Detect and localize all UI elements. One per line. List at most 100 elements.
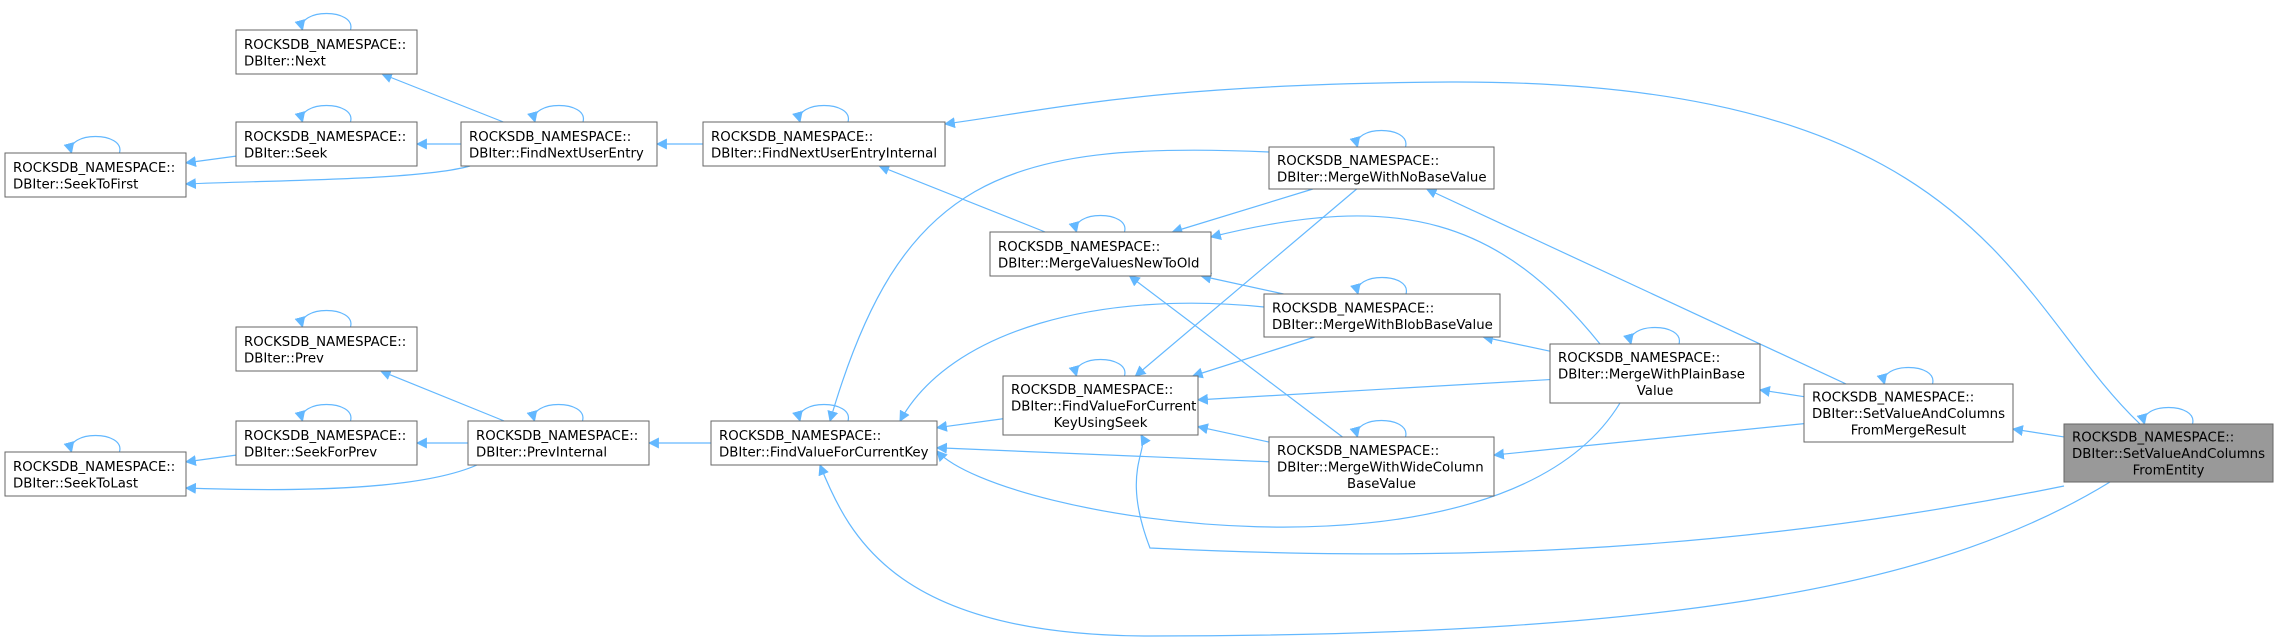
edge-mergewithwidecolumnbasevalue-to-mergevaluesnewtoold <box>1128 275 1343 438</box>
node-box <box>235 121 418 167</box>
node-box <box>467 420 650 466</box>
node-label-line: ROCKSDB_NAMESPACE:: <box>1558 351 1720 366</box>
node-mergewithwidecolumnbasevalue[interactable]: ROCKSDB_NAMESPACE::DBIter::MergeWithWide… <box>1268 436 1495 497</box>
edge-previnternal-to-seektolast <box>184 464 478 494</box>
node-label-line: KeyUsingSeek <box>1054 416 1148 431</box>
node-box <box>1002 375 1199 436</box>
edge-mergewithplainbasevalue-to-findvalueforcurrentkey <box>936 402 1621 528</box>
node-label-line: DBIter::MergeWithWideColumn <box>1277 461 1484 476</box>
edge-mergevaluesnewtoold-to-findnextuserentryinternal <box>878 164 1046 233</box>
node-label-line: DBIter::SeekToLast <box>13 476 138 491</box>
node-label-line: ROCKSDB_NAMESPACE:: <box>244 335 406 350</box>
node-label-line: ROCKSDB_NAMESPACE:: <box>469 130 631 145</box>
edge-setvalueandcolumnsfromentity-to-setvalueandcolumnsfromentity <box>2136 407 2194 426</box>
edge-mergewithwidecolumnbasevalue-to-findvalueforcurrentkeyusingseek <box>1196 423 1270 443</box>
node-label-line: DBIter::SetValueAndColumns <box>1812 407 2005 422</box>
edge-mergewithblobbasevalue-to-findvalueforcurrentkeyusingseek <box>1191 336 1315 379</box>
node-box <box>702 121 946 167</box>
node-label-line: ROCKSDB_NAMESPACE:: <box>2072 431 2234 446</box>
node-seek[interactable]: ROCKSDB_NAMESPACE::DBIter::Seek <box>235 121 418 167</box>
edge-seek-to-seek <box>294 105 352 124</box>
edge-seektolast-to-seektolast <box>63 435 121 454</box>
node-findvalueforcurrentkeyusingseek[interactable]: ROCKSDB_NAMESPACE::DBIter::FindValueForC… <box>1002 375 1199 436</box>
edge-mergewithblobbasevalue-to-findvalueforcurrentkey <box>899 302 1265 422</box>
node-label-line: ROCKSDB_NAMESPACE:: <box>1277 154 1439 169</box>
edge-seek-to-seektofirst <box>184 155 237 167</box>
edge-findnextuserentry-to-next <box>381 72 504 123</box>
edge-seekforprev-to-seektolast <box>184 454 237 466</box>
edge-mergewithnobasevalue-to-findvalueforcurrentkeyusingseek <box>1134 188 1358 377</box>
edge-findnextuserentry-to-findnextuserentry <box>527 105 584 124</box>
node-prev[interactable]: ROCKSDB_NAMESPACE::DBIter::Prev <box>235 326 418 372</box>
edge-mergewithplainbasevalue-to-mergewithblobbasevalue <box>1482 333 1551 352</box>
node-mergevaluesnewtoold[interactable]: ROCKSDB_NAMESPACE::DBIter::MergeValuesNe… <box>989 231 1212 277</box>
node-box <box>1268 436 1495 497</box>
node-label-line: DBIter::SetValueAndColumns <box>2072 447 2265 462</box>
node-mergewithnobasevalue[interactable]: ROCKSDB_NAMESPACE::DBIter::MergeWithNoBa… <box>1268 146 1495 190</box>
node-label-line: FromEntity <box>2133 464 2205 479</box>
edge-setvalueandcolumnsfromentity-to-findnextuserentryinternal <box>943 81 2141 425</box>
node-seekforprev[interactable]: ROCKSDB_NAMESPACE::DBIter::SeekForPrev <box>235 420 418 466</box>
node-mergewithplainbasevalue[interactable]: ROCKSDB_NAMESPACE::DBIter::MergeWithPlai… <box>1549 343 1761 404</box>
node-previnternal[interactable]: ROCKSDB_NAMESPACE::DBIter::PrevInternal <box>467 420 650 466</box>
node-box <box>2063 423 2274 483</box>
edge-mergewithwidecolumnbasevalue-to-findvalueforcurrentkey <box>935 442 1270 463</box>
node-label-line: DBIter::MergeValuesNewToOld <box>998 256 1199 271</box>
node-box <box>1803 383 2014 443</box>
node-label-line: DBIter::SeekForPrev <box>244 445 377 460</box>
edge-previnternal-to-prev <box>379 369 505 422</box>
node-label-line: DBIter::FindValueForCurrentKey <box>719 445 929 460</box>
node-seektolast[interactable]: ROCKSDB_NAMESPACE::DBIter::SeekToLast <box>4 451 187 497</box>
node-box <box>235 29 418 75</box>
node-label-line: ROCKSDB_NAMESPACE:: <box>1011 383 1173 398</box>
edge-findnextuserentryinternal-to-findnextuserentryinternal <box>792 105 849 124</box>
node-label-line: ROCKSDB_NAMESPACE:: <box>719 429 881 444</box>
node-label-line: ROCKSDB_NAMESPACE:: <box>13 161 175 176</box>
node-setvalueandcolumnsfrommergeresult[interactable]: ROCKSDB_NAMESPACE::DBIter::SetValueAndCo… <box>1803 383 2014 443</box>
node-label-line: DBIter::MergeWithBlobBaseValue <box>1272 318 1493 333</box>
node-label-line: ROCKSDB_NAMESPACE:: <box>244 429 406 444</box>
node-label-line: DBIter::PrevInternal <box>476 445 607 460</box>
edge-setvalueandcolumnsfrommergeresult-to-mergewithwidecolumnbasevalue <box>1492 423 1805 460</box>
node-label-line: DBIter::FindNextUserEntryInternal <box>711 146 937 161</box>
edge-next-to-next <box>294 13 352 32</box>
node-findnextuserentry[interactable]: ROCKSDB_NAMESPACE::DBIter::FindNextUserE… <box>460 121 658 167</box>
edge-findvalueforcurrentkeyusingseek-to-findvalueforcurrentkey <box>935 418 1004 432</box>
edge-mergewithblobbasevalue-to-mergewithblobbasevalue <box>1350 277 1407 296</box>
node-next[interactable]: ROCKSDB_NAMESPACE::DBIter::Next <box>235 29 418 75</box>
edge-setvalueandcolumnsfromentity-to-findvalueforcurrentkeyusingseek <box>1135 434 2065 555</box>
node-box <box>989 231 1212 277</box>
node-label-line: FromMergeResult <box>1851 424 1967 439</box>
edge-findvalueforcurrentkeyusingseek-to-findvalueforcurrentkeyusingseek <box>1068 359 1126 378</box>
edge-mergewithplainbasevalue-to-mergevaluesnewtoold <box>1209 215 1601 345</box>
edges-layer <box>63 13 2194 637</box>
node-label-line: ROCKSDB_NAMESPACE:: <box>1272 301 1434 316</box>
node-label-line: ROCKSDB_NAMESPACE:: <box>476 429 638 444</box>
node-seektofirst[interactable]: ROCKSDB_NAMESPACE::DBIter::SeekToFirst <box>4 152 187 198</box>
edge-setvalueandcolumnsfrommergeresult-to-mergewithplainbasevalue <box>1758 385 1805 398</box>
node-setvalueandcolumnsfromentity[interactable]: ROCKSDB_NAMESPACE::DBIter::SetValueAndCo… <box>2063 423 2274 483</box>
node-findnextuserentryinternal[interactable]: ROCKSDB_NAMESPACE::DBIter::FindNextUserE… <box>702 121 946 167</box>
node-label-line: DBIter::FindValueForCurrent <box>1011 400 1196 415</box>
node-label-line: ROCKSDB_NAMESPACE:: <box>1812 391 1974 406</box>
node-label-line: DBIter::Seek <box>244 146 328 161</box>
node-box <box>710 420 938 466</box>
node-box <box>460 121 658 167</box>
node-mergewithblobbasevalue[interactable]: ROCKSDB_NAMESPACE::DBIter::MergeWithBlob… <box>1263 293 1501 338</box>
node-box <box>4 152 187 198</box>
edge-mergewithplainbasevalue-to-mergewithplainbasevalue <box>1623 327 1680 346</box>
node-label-line: ROCKSDB_NAMESPACE:: <box>998 240 1160 255</box>
node-label-line: DBIter::MergeWithNoBaseValue <box>1277 170 1487 185</box>
node-findvalueforcurrentkey[interactable]: ROCKSDB_NAMESPACE::DBIter::FindValueForC… <box>710 420 938 466</box>
edge-mergevaluesnewtoold-to-mergevaluesnewtoold <box>1068 215 1126 234</box>
node-label-line: DBIter::Prev <box>244 351 324 366</box>
edge-setvalueandcolumnsfromentity-to-setvalueandcolumnsfrommergeresult <box>2011 425 2065 438</box>
node-label-line: ROCKSDB_NAMESPACE:: <box>711 130 873 145</box>
edge-mergewithnobasevalue-to-mergewithnobasevalue <box>1349 130 1407 149</box>
edge-seektofirst-to-seektofirst <box>63 136 121 155</box>
nodes-layer: ROCKSDB_NAMESPACE::DBIter::SetValueAndCo… <box>4 29 2274 497</box>
edge-findvalueforcurrentkey-to-findvalueforcurrentkey <box>792 404 849 423</box>
edge-setvalueandcolumnsfrommergeresult-to-mergewithnobasevalue <box>1425 188 1847 385</box>
edge-mergewithnobasevalue-to-mergevaluesnewtoold <box>1171 188 1314 235</box>
node-box <box>1268 146 1495 190</box>
